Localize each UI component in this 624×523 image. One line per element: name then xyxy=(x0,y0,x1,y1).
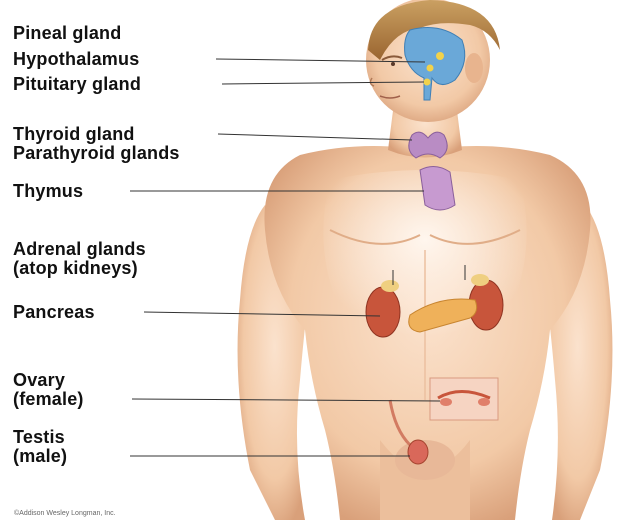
left-adrenal xyxy=(381,280,399,292)
label-parathyroid-glands: Parathyroid glands xyxy=(13,143,180,163)
label-ovary-sub: (female) xyxy=(13,389,84,409)
testis xyxy=(408,440,428,464)
label-hypothalamus: Hypothalamus xyxy=(13,49,139,69)
right-adrenal xyxy=(471,274,489,286)
label-thymus: Thymus xyxy=(13,181,83,201)
label-testis-sub: (male) xyxy=(13,446,67,466)
pituitary-gland xyxy=(424,79,431,86)
label-pancreas: Pancreas xyxy=(13,302,95,322)
thymus xyxy=(420,166,455,210)
label-pineal-gland: Pineal gland xyxy=(13,23,121,43)
label-pituitary-gland: Pituitary gland xyxy=(13,74,141,94)
hypothalamus xyxy=(427,65,434,72)
publisher-credit: ©Addison Wesley Longman, Inc. xyxy=(14,510,116,517)
label-ovary: Ovary xyxy=(13,370,65,390)
left-kidney xyxy=(366,287,400,337)
label-adrenal-sub: (atop kidneys) xyxy=(13,258,138,278)
label-adrenal-glands: Adrenal glands xyxy=(13,239,146,259)
leader-thyroid xyxy=(218,134,412,140)
label-testis: Testis xyxy=(13,427,65,447)
ovary xyxy=(440,398,452,406)
label-thyroid-gland: Thyroid gland xyxy=(13,124,135,144)
pineal-gland xyxy=(436,52,444,60)
